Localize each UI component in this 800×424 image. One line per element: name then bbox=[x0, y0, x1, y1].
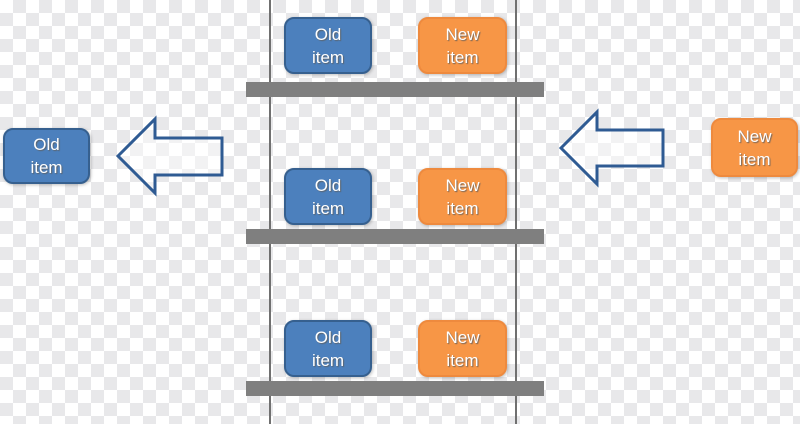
source-new-item-box: New item bbox=[711, 118, 798, 177]
result-old-item-box: Old item bbox=[3, 128, 90, 184]
item-label: New item bbox=[445, 327, 480, 370]
shelf-bar bbox=[246, 82, 544, 97]
shelf-bar bbox=[246, 381, 544, 396]
old-item-box: Old item bbox=[284, 320, 372, 377]
item-label: Old item bbox=[311, 175, 345, 218]
left-arrow-icon bbox=[115, 115, 224, 197]
item-label: Old item bbox=[30, 135, 63, 177]
new-item-box: New item bbox=[418, 168, 507, 225]
shelf-bar bbox=[246, 229, 544, 244]
old-item-box: Old item bbox=[284, 168, 372, 225]
item-label: Old item bbox=[311, 327, 345, 370]
item-label: Old item bbox=[311, 24, 345, 67]
rail-left bbox=[269, 0, 271, 424]
new-item-box: New item bbox=[418, 17, 507, 74]
rail-right bbox=[515, 0, 517, 424]
new-item-box: New item bbox=[418, 320, 507, 377]
item-label: New item bbox=[445, 24, 480, 67]
item-label: New item bbox=[737, 126, 772, 169]
item-label: New item bbox=[445, 175, 480, 218]
old-item-box: Old item bbox=[284, 17, 372, 74]
right-arrow-icon bbox=[558, 108, 665, 188]
